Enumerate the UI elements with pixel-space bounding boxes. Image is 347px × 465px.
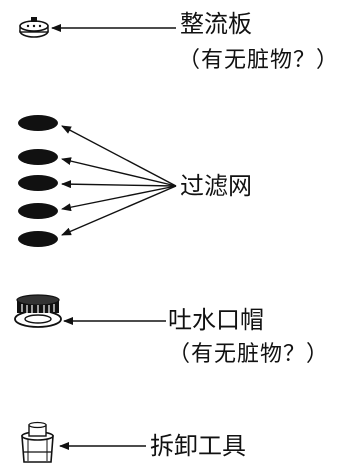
- part-label-spout-cap: 吐水口帽: [168, 306, 264, 334]
- spout-aerator-cap-icon: [14, 294, 62, 328]
- filter-screen-disc-icon: [18, 115, 58, 247]
- filter-arrows: [61, 125, 177, 236]
- part-label-removal-tool: 拆卸工具: [150, 432, 246, 460]
- part-label-flow-plate: 整流板: [180, 10, 252, 38]
- part-note-flow-plate: （有无脏物？）: [178, 48, 340, 73]
- part-label-filter-screen: 过滤网: [180, 172, 252, 200]
- flow-straightener-plate-icon: [19, 17, 49, 38]
- removal-tool-icon: [21, 421, 54, 463]
- part-note-spout-cap: （有无脏物？）: [168, 342, 330, 367]
